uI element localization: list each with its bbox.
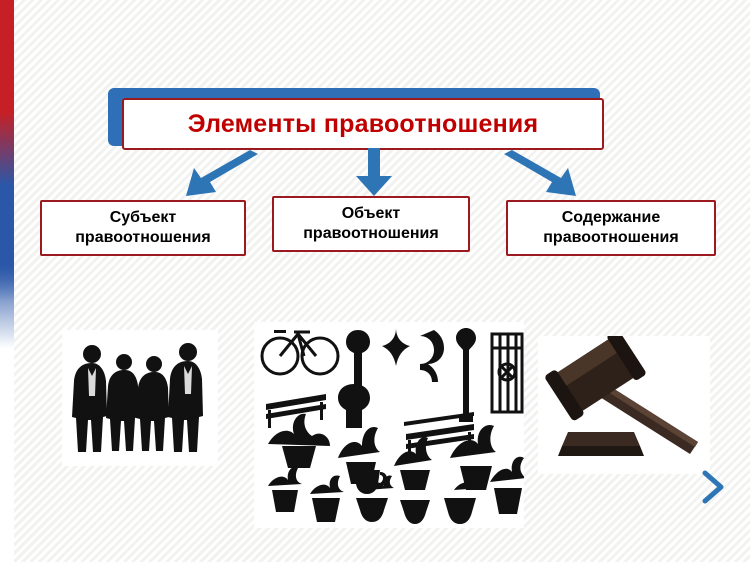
- page-title: Элементы правоотношения: [187, 109, 539, 138]
- arrow-center: [356, 148, 392, 196]
- node-object-line1: Объект: [341, 205, 401, 223]
- node-object-line2: правоотношения: [303, 225, 439, 242]
- node-content-line2: правоотношения: [543, 229, 679, 246]
- people-silhouettes-image: [62, 330, 218, 466]
- arrow-right: [504, 150, 576, 196]
- node-subject: Субъект правоотношения: [40, 200, 246, 256]
- node-object: Объект правоотношения: [272, 196, 470, 252]
- title-box: Элементы правоотношения: [122, 98, 604, 150]
- left-edge-color-bar: [0, 0, 14, 562]
- next-slide-chevron-icon[interactable]: [700, 470, 726, 504]
- arrow-left: [186, 150, 258, 196]
- node-content: Содержание правоотношения: [506, 200, 716, 256]
- node-content-line1: Содержание: [561, 209, 661, 227]
- judge-gavel-image: [538, 330, 710, 474]
- left-edge-gradient: [0, 0, 14, 562]
- node-subject-line1: Субъект: [109, 209, 177, 227]
- node-subject-line2: правоотношения: [75, 229, 211, 246]
- objects-silhouettes-image: [254, 322, 526, 528]
